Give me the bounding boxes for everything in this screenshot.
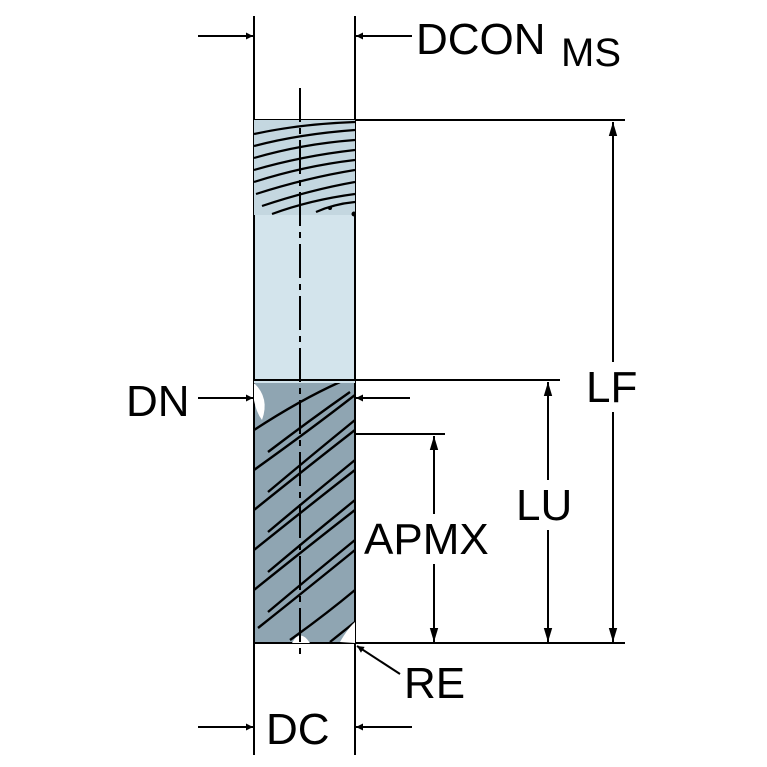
dcon-label: DCON <box>416 15 546 64</box>
tool-shank <box>253 119 356 381</box>
apmx-label: APMX <box>364 515 489 564</box>
dc-label: DC <box>266 705 330 754</box>
re-leader <box>356 645 401 675</box>
lf-label: LF <box>586 363 637 412</box>
lu-label: LU <box>516 481 572 530</box>
shank-knurl-pattern <box>254 120 355 217</box>
dcon-ms-dimension <box>198 16 412 120</box>
dc-dimension <box>198 643 412 755</box>
flute-helix-pattern <box>254 380 355 643</box>
re-label: RE <box>404 659 465 708</box>
tool-fluted-cutting-part <box>253 379 356 644</box>
dcon-subscript-label: MS <box>561 31 621 75</box>
dn-label: DN <box>126 377 190 426</box>
